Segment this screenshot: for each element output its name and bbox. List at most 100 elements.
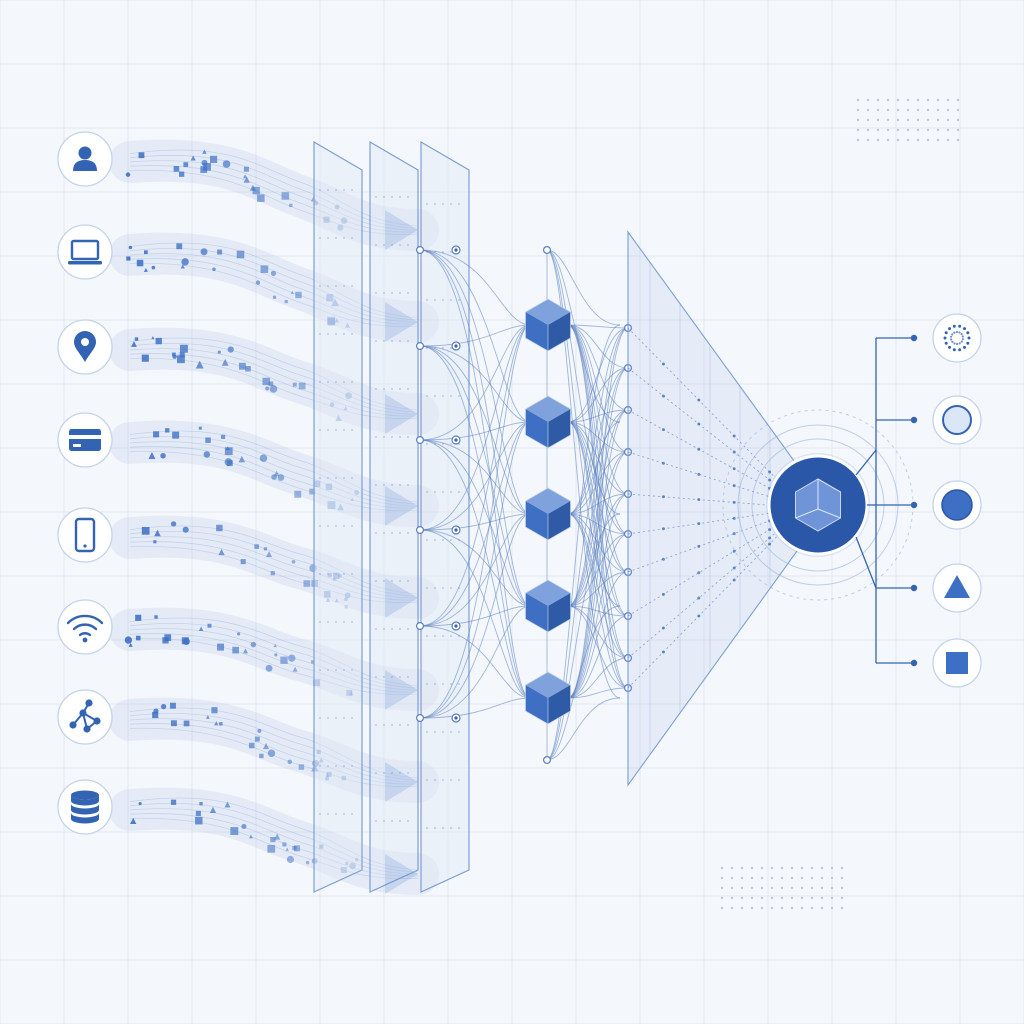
panel-texture-dot <box>319 813 321 815</box>
funnel-ray <box>627 451 806 509</box>
input-icon-ring <box>57 507 113 563</box>
deco-dot <box>750 896 754 900</box>
panel-texture-dot <box>319 717 321 719</box>
data-particle <box>172 354 177 359</box>
deco-dot <box>840 886 844 890</box>
data-particle <box>284 300 288 304</box>
panel-texture-dot <box>407 292 409 294</box>
data-particle <box>154 529 161 537</box>
deco-dot <box>800 876 804 880</box>
connection-line <box>567 421 629 535</box>
panel-texture-dot <box>343 525 345 527</box>
data-particle <box>154 615 158 619</box>
panel-texture-dot <box>442 203 444 205</box>
panel-texture-dot <box>327 189 329 191</box>
deco-dot <box>926 138 930 142</box>
data-particle <box>323 591 331 598</box>
panel-texture-dot <box>450 731 452 733</box>
input-icon-ring <box>57 779 113 835</box>
panel-texture-dot <box>434 395 436 397</box>
data-particle <box>337 224 344 231</box>
data-particle <box>232 646 239 654</box>
connection-line <box>567 513 629 617</box>
hex-node <box>525 671 571 725</box>
panel-texture-dot <box>399 820 401 822</box>
panel-texture-dot <box>375 676 377 678</box>
data-particle <box>151 336 155 340</box>
data-particle <box>326 771 332 777</box>
data-particle <box>303 580 311 587</box>
panel-texture-dot <box>399 772 401 774</box>
connection-line <box>567 451 629 515</box>
funnel-ray-dot <box>661 527 665 531</box>
data-particle <box>282 842 287 847</box>
panel-texture-dot <box>391 820 393 822</box>
panel-texture-dot <box>434 299 436 301</box>
data-particle <box>270 270 277 277</box>
panel-texture-dot <box>442 779 444 781</box>
panel-texture-dot <box>434 683 436 685</box>
data-particle <box>135 635 141 641</box>
funnel-ray-dot <box>697 447 701 451</box>
deco-dot <box>926 118 930 122</box>
square-icon <box>946 652 968 674</box>
deco-dot <box>866 128 870 132</box>
connection-line <box>567 687 629 699</box>
panel-texture-dot <box>343 381 345 383</box>
data-particle <box>152 711 159 719</box>
panel-texture-dot <box>450 251 452 253</box>
data-particle <box>263 547 268 551</box>
panel-texture-dot <box>343 573 345 575</box>
deco-dot <box>730 896 734 900</box>
panel-texture-dot <box>335 237 337 239</box>
connection-line <box>567 324 629 535</box>
panel-texture-dot <box>391 724 393 726</box>
deco-dot <box>896 118 900 122</box>
data-particle <box>254 736 260 742</box>
connection-line <box>567 367 629 515</box>
data-particle <box>203 163 211 171</box>
deco-dot <box>856 128 860 132</box>
data-particle <box>257 728 262 733</box>
data-particle <box>206 715 210 719</box>
data-particle <box>313 200 319 206</box>
panel-texture-dot <box>327 573 329 575</box>
connection-line <box>567 421 629 617</box>
connection-line <box>567 409 629 699</box>
panel-texture-dot <box>399 532 401 534</box>
data-particle <box>345 861 349 865</box>
panel-texture-dot <box>335 669 337 671</box>
deco-dot <box>856 118 860 122</box>
stream-arrow-tip <box>385 578 418 618</box>
data-particle <box>350 497 354 502</box>
funnel-ray-dot <box>768 542 772 546</box>
data-particle <box>165 428 170 433</box>
data-particle <box>332 576 337 581</box>
panel-texture-dot <box>335 189 337 191</box>
connection-line <box>546 513 621 761</box>
panel-texture-dot <box>383 244 385 246</box>
connection-line <box>567 493 629 515</box>
hex-node <box>525 298 571 352</box>
data-particle <box>225 446 230 450</box>
funnel-ray-dot <box>697 571 701 575</box>
data-particle <box>155 337 162 345</box>
data-particle <box>200 248 208 256</box>
panel-texture-dot <box>375 244 377 246</box>
deco-dot <box>896 98 900 102</box>
panel-texture-dot <box>450 779 452 781</box>
data-particle <box>309 564 317 572</box>
deco-dot <box>810 896 814 900</box>
deco-dot <box>926 98 930 102</box>
connection-line <box>546 249 621 326</box>
data-particle <box>190 155 196 161</box>
funnel-ray-dot <box>768 528 772 532</box>
panel-texture-dot <box>335 813 337 815</box>
deco-dot <box>876 98 880 102</box>
panel-texture-dot <box>351 717 353 719</box>
filled-circle-icon <box>941 489 973 521</box>
panel-texture-dot <box>319 477 321 479</box>
panel-texture-dot <box>458 491 460 493</box>
deco-dot <box>760 896 764 900</box>
output-filled-circle <box>932 480 982 530</box>
